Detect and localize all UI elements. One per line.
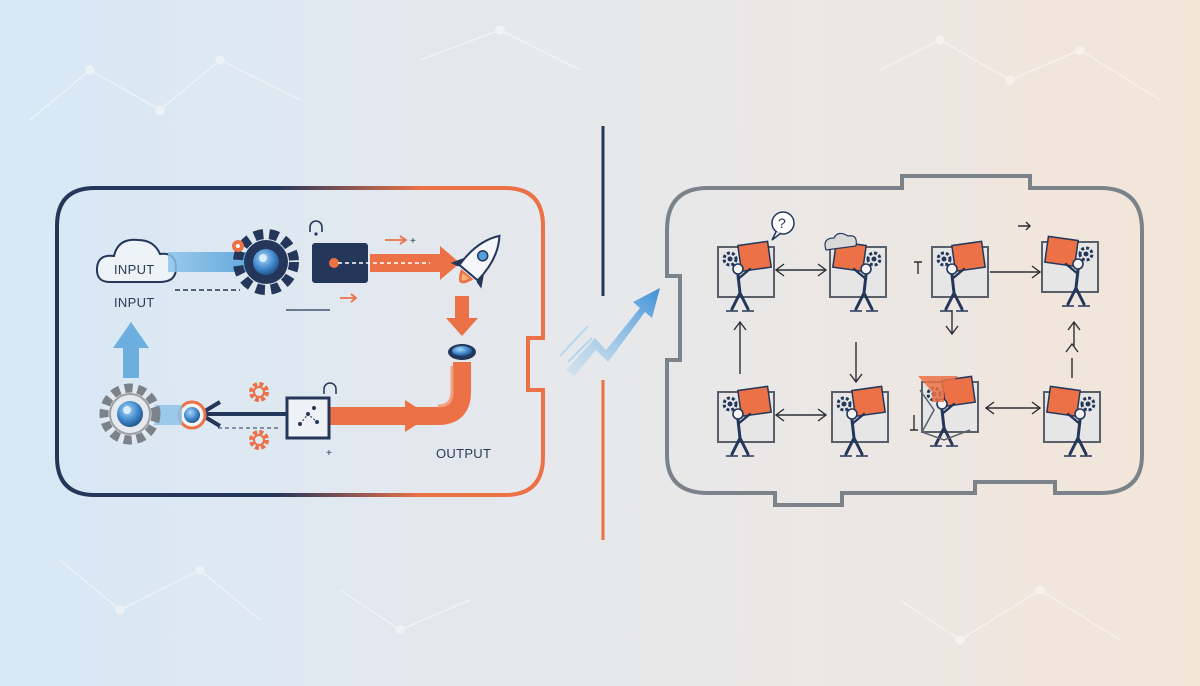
left-panel-frame [55,186,545,497]
worker-6-icon [830,384,890,458]
small-orange-gear-icon [232,240,244,252]
gray-gear-icon [99,383,161,445]
padlock-icon [309,220,323,236]
input-beam [168,252,248,272]
main-gear-icon [233,229,299,295]
output-arrowhead [405,400,430,432]
left-process-panel: INPUT INPUT + [55,186,545,497]
gear-icon-bottom [249,430,269,450]
worker-2-icon [828,239,888,313]
question-bubble-icon: ? [771,211,795,241]
diagram-box-icon [285,396,331,440]
worker-1-icon [716,239,776,313]
connector-arrows [733,221,1081,431]
output-orb-icon [177,400,207,430]
worker-3-icon [930,239,990,313]
output-caption: OUTPUT [436,446,491,461]
transfer-node-icon [448,344,476,360]
right-workflow-panel: ? [665,174,1144,507]
svg-text:+: + [326,448,332,459]
right-panel-frame [665,174,1144,507]
flow-arrow-back [196,400,286,428]
flow-arrow-up [113,322,149,378]
growth-arrow-icon [559,288,660,376]
gear-icon-top [249,382,269,402]
cloud-puff-icon [824,232,857,251]
input-caption: INPUT [114,295,155,310]
cloud-label: INPUT [114,262,155,277]
padlock-icon-lower [323,382,337,394]
svg-text:+: + [410,236,416,247]
funnel-icon [918,376,958,402]
flow-arrow-down [446,296,478,336]
worker-4-icon [1040,234,1100,308]
worker-5-icon [716,384,776,458]
question-mark: ? [778,215,786,231]
background-network [29,25,1161,645]
rocket-icon [450,234,501,289]
worker-8-icon [1042,384,1102,458]
return-pipe [330,362,471,425]
